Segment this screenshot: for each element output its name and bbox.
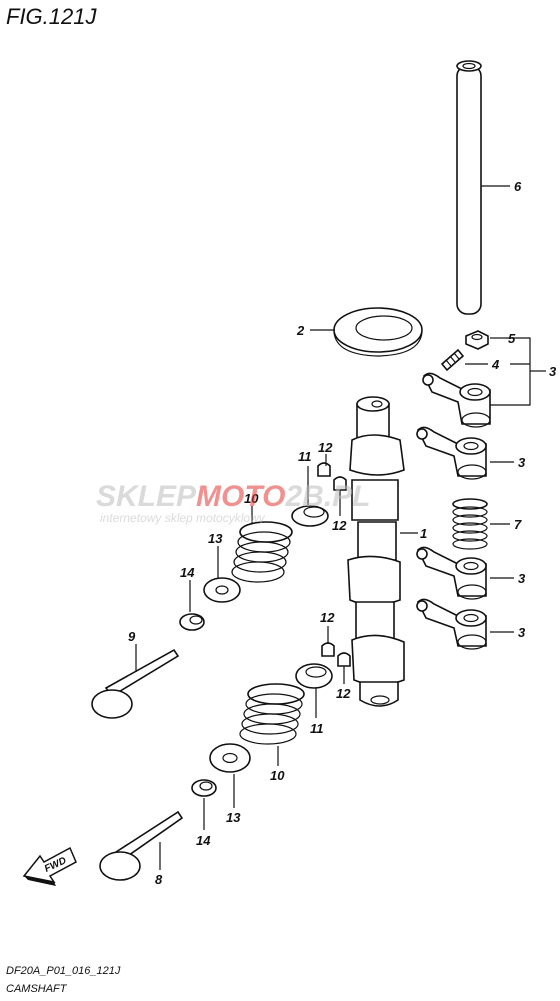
callout-7: 7	[514, 517, 522, 532]
callout-3b: 3	[518, 455, 526, 470]
watermark-part1: SKLEP	[96, 480, 197, 513]
callout-6: 6	[514, 179, 522, 194]
callout-14b: 14	[196, 833, 211, 848]
callout-4: 4	[491, 357, 500, 372]
part-11-retainer-lower	[295, 663, 333, 689]
callout-12d: 12	[336, 686, 351, 701]
callout-8: 8	[155, 872, 163, 887]
callout-3a: 3	[549, 364, 557, 379]
part-3-rocker-arm-b	[416, 426, 487, 480]
callout-9: 9	[128, 629, 136, 644]
watermark-part2: MOTO	[196, 480, 285, 513]
callout-12c: 12	[320, 610, 335, 625]
part-3-rocker-arm-c	[416, 546, 487, 600]
part-14-seal-upper	[179, 613, 205, 631]
callout-2: 2	[296, 323, 305, 338]
svg-text:SKLEPMOTO2B.PL: SKLEPMOTO2B.PL	[96, 480, 371, 513]
watermark-tagline: internetowy sklep motocyklowy	[100, 511, 266, 525]
part-12-cotter-upper-b	[333, 476, 347, 491]
callout-11a: 11	[298, 449, 312, 464]
callout-12b: 12	[332, 518, 347, 533]
watermark-part3: 2B.PL	[284, 480, 370, 513]
callout-13a: 13	[208, 531, 223, 546]
part-13-seat-upper	[203, 577, 241, 603]
part-12-cotter-lower-b	[337, 652, 351, 667]
part-1-camshaft	[347, 396, 405, 707]
part-2-oil-seal	[333, 307, 423, 357]
callout-14a: 14	[180, 565, 195, 580]
callout-1: 1	[420, 526, 427, 541]
callout-13b: 13	[226, 810, 241, 825]
part-10-spring-lower	[239, 683, 305, 745]
part-11-retainer-upper	[291, 505, 329, 527]
part-10-spring-upper	[231, 521, 293, 583]
fwd-arrow-icon: FWD	[22, 846, 77, 886]
part-7-spring	[452, 498, 488, 550]
figure-code: DF20A_P01_016_121J	[6, 965, 121, 977]
part-3-rocker-arm-a	[422, 372, 491, 428]
part-13-seat-lower	[209, 743, 251, 773]
part-12-cotter-upper-a	[317, 462, 331, 477]
callout-10a: 10	[244, 491, 259, 506]
callout-11b: 11	[310, 721, 324, 736]
figure-caption: CAMSHAFT	[6, 983, 68, 995]
part-8-valve	[99, 810, 184, 881]
callout-10b: 10	[270, 768, 285, 783]
callout-12a: 12	[318, 440, 333, 455]
part-9-valve	[91, 648, 180, 719]
part-4-adjust-screw	[440, 348, 465, 372]
figure-title: FIG.121J	[6, 4, 97, 29]
part-5-nut	[465, 330, 489, 350]
watermark: SKLEPMOTO2B.PL internetowy sklep motocyk…	[96, 480, 371, 525]
part-14-seal-lower	[191, 779, 217, 797]
callout-3c: 3	[518, 571, 526, 586]
part-6-rod	[456, 60, 482, 315]
callout-3d: 3	[518, 625, 526, 640]
part-3-rocker-arm-d	[416, 598, 487, 650]
part-12-cotter-lower-a	[321, 642, 335, 657]
